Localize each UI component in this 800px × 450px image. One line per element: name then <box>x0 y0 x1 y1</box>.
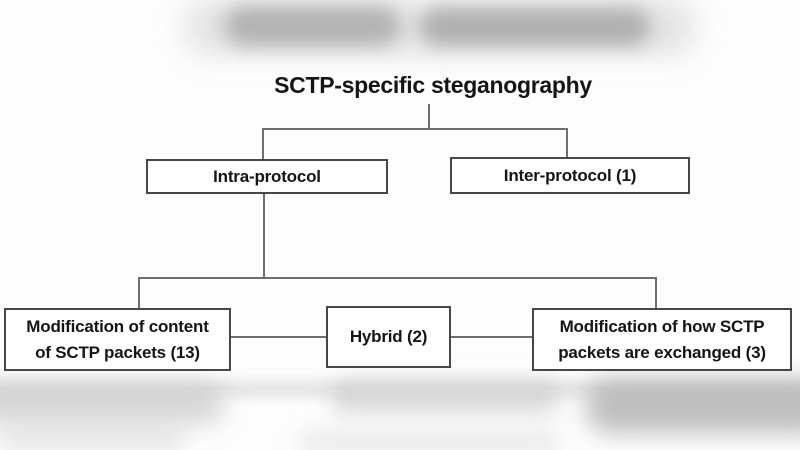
connector-branch-tier1 <box>262 128 568 130</box>
connector-intra-down <box>263 192 265 279</box>
node-label-line: of SCTP packets (13) <box>35 342 200 362</box>
connector-branch-tier2 <box>138 277 657 279</box>
blurred-blob-bottom-left <box>0 384 225 424</box>
connector-drop-inter <box>566 128 568 158</box>
node-hybrid: Hybrid (2) <box>326 306 451 368</box>
node-intra-protocol: Intra-protocol <box>146 159 388 194</box>
node-label-line: packets are exchanged (3) <box>558 342 766 362</box>
node-label-line: Modification of content <box>26 316 209 336</box>
diagram-title: SCTP-specific steganography <box>274 72 592 98</box>
connector-drop-exchange <box>655 277 657 309</box>
connector-title-drop <box>428 104 430 130</box>
node-content-modification: Modification of content of SCTP packets … <box>4 308 231 371</box>
node-exchange-modification: Modification of how SCTP packets are exc… <box>532 308 792 371</box>
connector-hybrid-exchange <box>449 336 533 338</box>
blurred-blob-bottom-center <box>330 380 560 414</box>
node-inter-protocol: Inter-protocol (1) <box>450 157 690 194</box>
connector-drop-content <box>138 277 140 309</box>
blurred-watermark-top-halo <box>185 0 695 54</box>
connector-content-hybrid <box>229 336 327 338</box>
connector-drop-intra <box>262 128 264 160</box>
blurred-blob-bottom-right <box>585 379 800 433</box>
node-label-line: Modification of how SCTP <box>559 316 765 336</box>
blurred-blob-bottom-left-faint <box>0 426 185 450</box>
blurred-band-bottom <box>0 381 800 397</box>
node-label-line: Inter-protocol (1) <box>503 165 637 185</box>
blurred-watermark-top-left <box>225 6 400 46</box>
node-label-line: Intra-protocol <box>213 166 321 186</box>
node-label-line: Hybrid (2) <box>349 327 428 346</box>
blurred-watermark-top-right <box>420 8 650 46</box>
blurred-blob-bottom-center-faint <box>300 431 560 450</box>
